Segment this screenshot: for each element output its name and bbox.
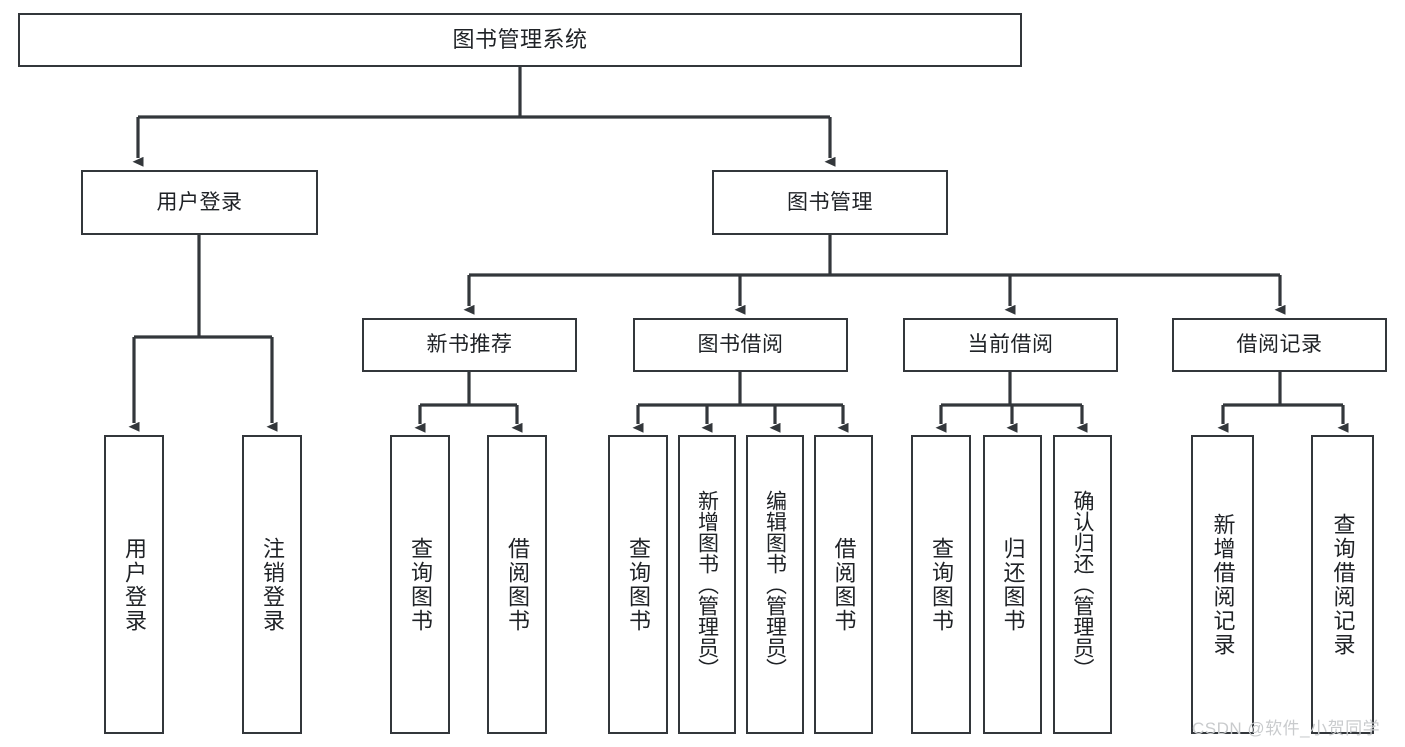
node-user-login-label: 用户登录 [156,190,243,214]
node-leaf-add-book-admin[interactable]: 新增图书（管理员） [678,435,736,734]
node-leaf-query-book-1[interactable]: 查询图书 [390,435,450,734]
node-leaf-user-logout[interactable]: 注销登录 [242,435,302,734]
node-current-borrow[interactable]: 当前借阅 [903,318,1118,372]
node-leaf-query-borrow-record-label: 查询借阅记录 [1330,512,1356,657]
node-leaf-borrow-book-1-label: 借阅图书 [505,536,530,633]
node-leaf-return-book-label: 归还图书 [1000,536,1026,633]
node-leaf-query-borrow-record[interactable]: 查询借阅记录 [1311,435,1374,734]
node-leaf-confirm-return-admin-label: 确认归还（管理员） [1071,490,1094,679]
node-leaf-add-book-admin-label: 新增图书（管理员） [695,490,719,679]
node-book-manage-label: 图书管理 [787,190,873,214]
node-leaf-query-book-3-label: 查询图书 [929,536,954,633]
node-leaf-user-logout-label: 注销登录 [260,536,285,633]
node-book-manage[interactable]: 图书管理 [712,170,948,235]
node-leaf-add-borrow-record[interactable]: 新增借阅记录 [1191,435,1254,734]
node-user-login[interactable]: 用户登录 [81,170,318,235]
node-new-book-recommend[interactable]: 新书推荐 [362,318,577,372]
node-current-borrow-label: 当前借阅 [967,333,1054,357]
node-leaf-query-book-2-label: 查询图书 [626,536,651,633]
node-book-borrow-label: 图书借阅 [697,333,784,357]
csdn-watermark: CSDN @软件_小贺同学 [1192,719,1381,738]
node-leaf-query-book-2[interactable]: 查询图书 [608,435,668,734]
node-leaf-query-book-1-label: 查询图书 [408,536,433,633]
node-leaf-return-book[interactable]: 归还图书 [983,435,1042,734]
node-leaf-user-login[interactable]: 用户登录 [104,435,164,734]
node-leaf-add-borrow-record-label: 新增借阅记录 [1210,512,1236,657]
node-leaf-borrow-book-2-label: 借阅图书 [831,536,857,633]
node-borrow-record[interactable]: 借阅记录 [1172,318,1387,372]
node-leaf-confirm-return-admin[interactable]: 确认归还（管理员） [1053,435,1112,734]
node-borrow-record-label: 借阅记录 [1236,333,1323,357]
node-leaf-edit-book-admin-label: 编辑图书（管理员） [763,490,787,679]
node-leaf-borrow-book-2[interactable]: 借阅图书 [814,435,873,734]
node-leaf-query-book-3[interactable]: 查询图书 [911,435,971,734]
node-root-label: 图书管理系统 [452,26,588,52]
node-new-book-recommend-label: 新书推荐 [426,333,513,357]
node-leaf-borrow-book-1[interactable]: 借阅图书 [487,435,547,734]
node-book-borrow[interactable]: 图书借阅 [633,318,848,372]
node-root[interactable]: 图书管理系统 [18,13,1022,67]
node-leaf-edit-book-admin[interactable]: 编辑图书（管理员） [746,435,804,734]
node-leaf-user-login-label: 用户登录 [122,536,147,633]
